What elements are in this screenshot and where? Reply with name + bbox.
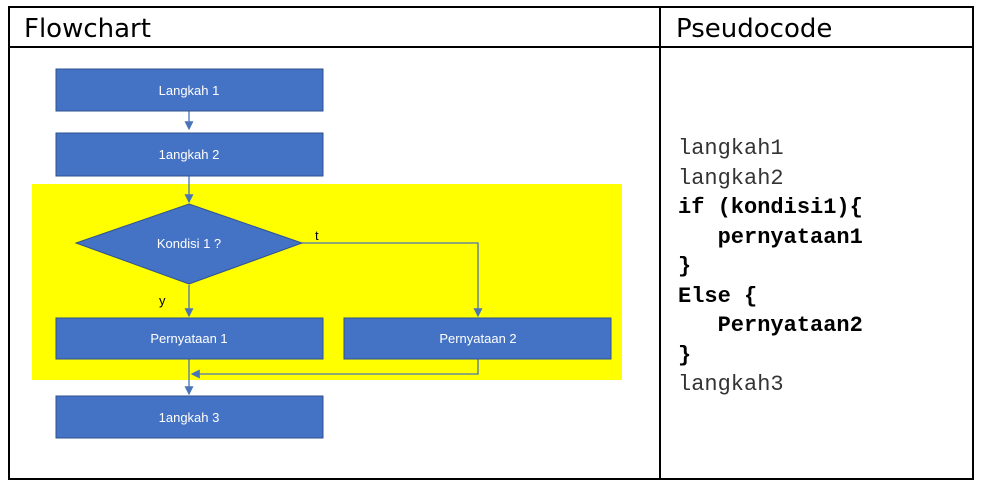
condition-diamond	[74, 203, 304, 285]
pseudocode-block: langkah1 langkah2 if (kondisi1){ pernyataa…	[678, 134, 863, 400]
step3-box	[55, 395, 324, 439]
arrow-statement2-merge	[190, 359, 479, 379]
pseudocode-line: langkah2	[678, 165, 784, 191]
step3-label: 1angkah 3	[159, 410, 220, 425]
pseudocode-line: }	[678, 342, 692, 368]
header-divider	[10, 46, 972, 48]
arrow-condition-statement2	[302, 242, 483, 318]
flowchart-diagram: Langkah 1 1angkah 2 Kondisi 1 ? t y Pern…	[12, 48, 659, 478]
pseudocode-line: pernyataan1	[678, 224, 863, 250]
pseudocode-line: if (kondisi1){	[678, 195, 863, 220]
step1-box	[55, 68, 324, 112]
comparison-table: Flowchart Pseudocode Langkah 1 1angkah	[8, 6, 974, 480]
pseudocode-line: Else {	[678, 283, 758, 309]
statement2-box	[343, 317, 612, 360]
statement2-label: Pernyataan 2	[439, 331, 516, 346]
step2-box	[55, 132, 324, 177]
statement1-label: Pernyataan 1	[150, 331, 227, 346]
step1-label: Langkah 1	[159, 83, 220, 98]
pseudocode-line: langkah3	[678, 372, 784, 397]
column-divider	[659, 8, 661, 478]
flowchart-svg: Langkah 1 1angkah 2 Kondisi 1 ? t y Pern…	[32, 68, 622, 439]
pseudocode-line: Pernyataan2	[678, 313, 863, 338]
pseudocode-line: }	[678, 254, 692, 279]
false-branch-label: t	[315, 228, 319, 243]
statement1-box	[55, 317, 324, 360]
step2-label: 1angkah 2	[159, 147, 220, 162]
pseudocode-line: langkah1	[678, 136, 784, 161]
pseudocode-header: Pseudocode	[676, 14, 833, 44]
true-branch-label: y	[159, 293, 166, 308]
condition-label: Kondisi 1 ?	[157, 236, 221, 251]
flowchart-header: Flowchart	[24, 14, 151, 44]
